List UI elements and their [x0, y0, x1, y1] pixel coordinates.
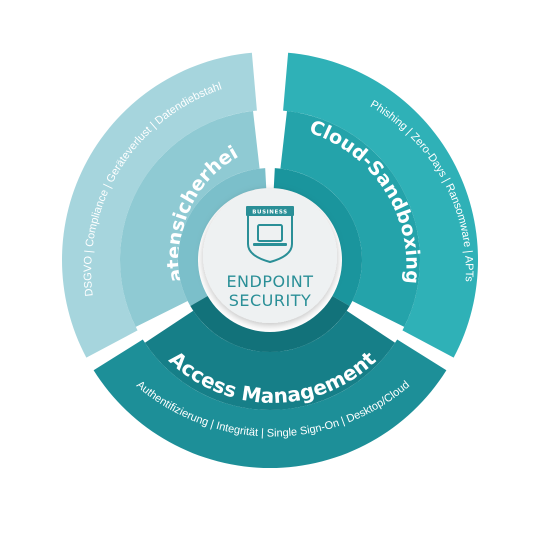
inner-ring-access-management — [190, 296, 350, 352]
segment-access-management-inner — [144, 310, 396, 410]
badge-label: BUSINESS — [252, 210, 288, 216]
segment-access-management-outer — [93, 339, 447, 469]
segment-datensicherheit-outer — [62, 52, 257, 358]
center-circle — [203, 189, 337, 323]
segment-access-management: Access Management Authentifizierung | In… — [93, 310, 447, 469]
segment-cloud-sandboxing-outer — [283, 52, 478, 358]
segment-cloud-sandboxing-inner — [280, 110, 420, 327]
inner-ring-cloud-sandboxing — [273, 168, 362, 306]
segment-datensicherheit: Datensicherheit DSGVO | Compliance | Ger… — [0, 0, 260, 358]
center-hub: BUSINESS ENDPOINT SECURITY — [203, 189, 337, 323]
laptop-icon — [253, 224, 287, 246]
inner-ring — [178, 168, 362, 352]
center-label-line2: SECURITY — [229, 291, 312, 310]
business-badge-icon: BUSINESS — [246, 206, 294, 264]
center-label-line1: ENDPOINT — [226, 272, 313, 291]
segment-datensicherheit-inner — [120, 110, 260, 327]
inner-ring-datensicherheit — [178, 168, 267, 306]
